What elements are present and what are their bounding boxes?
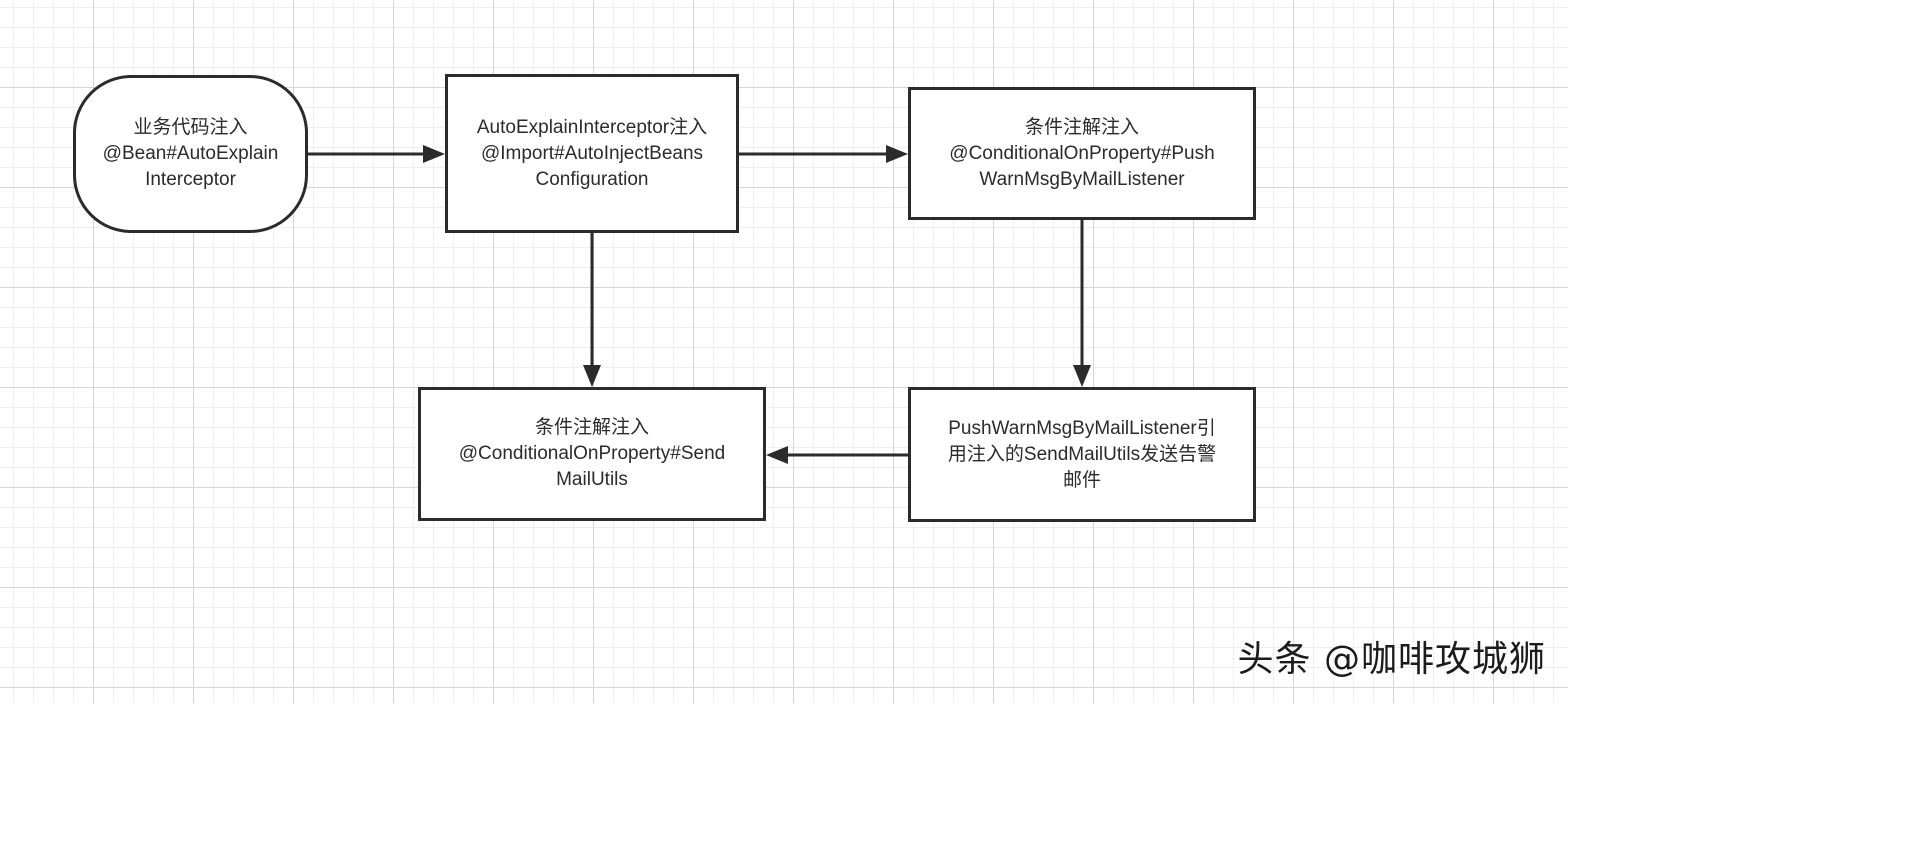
node-conditional-listener[interactable]: 条件注解注入 @ConditionalOnProperty#Push WarnM… [908,87,1256,220]
node-label-line: 用注入的SendMailUtils发送告警 [947,443,1217,465]
node-label-line: Configuration [535,168,649,190]
node-label-line: 业务代码注入 [133,117,248,138]
node-label-line: MailUtils [556,469,628,490]
node-label-line: Interceptor [145,169,236,190]
node-listener-sends-mail[interactable]: PushWarnMsgByMailListener引 用注入的SendMailU… [908,387,1256,522]
node-label-line: WarnMsgByMailListener [979,168,1185,190]
watermark: 头条 @咖啡攻城狮 [1237,639,1546,680]
node-conditional-mail-utils[interactable]: 条件注解注入 @ConditionalOnProperty#Send MailU… [418,387,766,521]
diagram-canvas: 业务代码注入 @Bean#AutoExplain Interceptor Aut… [0,0,1568,703]
arrowhead-send-mail-to-mail-utils [766,446,788,464]
node-label-line: 条件注解注入 [1024,116,1139,138]
node-label-line: PushWarnMsgByMailListener引 [948,417,1216,439]
node-label-line: @Import#AutoInjectBeans [480,142,704,164]
node-label-line: @Bean#AutoExplain [102,143,279,164]
node-interceptor-import[interactable]: AutoExplainInterceptor注入 @Import#AutoInj… [445,74,739,233]
arrowhead-business-to-interceptor [423,145,445,163]
node-business-code-injection[interactable]: 业务代码注入 @Bean#AutoExplain Interceptor [73,75,308,233]
node-label-line: 条件注解注入 [534,417,649,438]
arrowhead-listener-to-send-mail [1073,365,1091,387]
node-label-line: @ConditionalOnProperty#Send [458,443,726,464]
edges-layer [308,145,1091,464]
arrowhead-interceptor-to-listener [886,145,908,163]
node-label-line: @ConditionalOnProperty#Push [949,142,1215,164]
node-label-line: 邮件 [1062,469,1101,491]
node-label-line: AutoExplainInterceptor注入 [476,116,708,138]
arrowhead-interceptor-to-mail-utils [583,365,601,387]
